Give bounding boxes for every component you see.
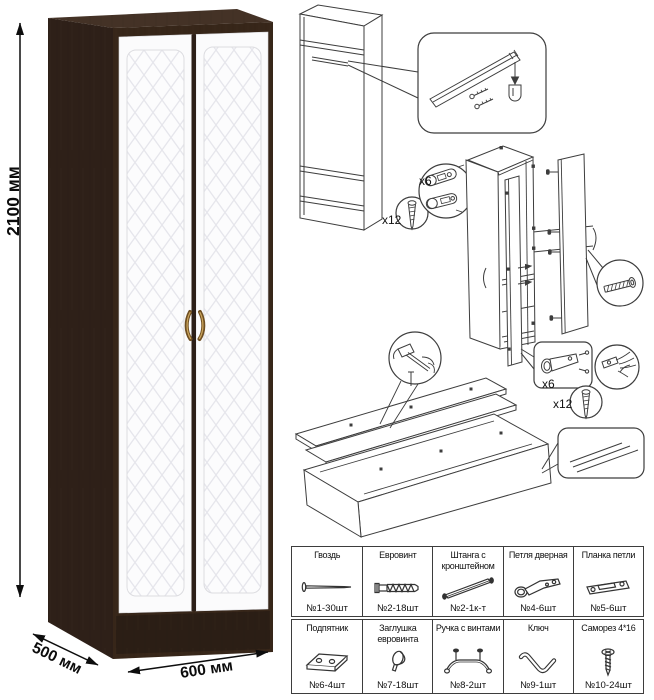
carcass-open-drawing xyxy=(298,4,384,231)
screws-x12-bottom-label: x12 xyxy=(553,397,573,411)
screws-x12-top-label: x12 xyxy=(382,213,402,227)
handle-icon xyxy=(443,648,492,674)
confirmat-screw-callout xyxy=(585,249,644,307)
part-cell-key: Ключ №9-1шт xyxy=(502,620,573,693)
nail-icon xyxy=(301,582,352,593)
doors xyxy=(118,31,269,614)
hardware-table: Гвоздь №1-30шт Евровинт №2-18шт Штанга с… xyxy=(291,546,644,694)
side-panel-drawing xyxy=(546,153,597,335)
hinges-x6-bottom-callout xyxy=(520,341,640,390)
tapping-screw-icon xyxy=(601,648,615,678)
part-cell-handle: Ручка с винтами №8-2шт xyxy=(432,620,502,693)
screws-x12-top-callout xyxy=(395,196,429,231)
door-left-panel xyxy=(126,49,185,597)
part-cell-foot: Подпятник №6-4шт xyxy=(292,620,362,693)
hinge-plate-icon xyxy=(586,580,631,595)
width-label: 600 мм xyxy=(179,657,234,682)
eurovint-icon xyxy=(374,583,419,594)
key-icon xyxy=(518,652,557,674)
height-label: 2100 мм xyxy=(3,166,23,236)
screws-x12-bottom-callout xyxy=(569,385,603,420)
wardrobe-illustration: 2100 мм 500 мм 600 мм xyxy=(3,9,273,682)
foot-pad-icon xyxy=(305,653,349,672)
screw-cap-icon xyxy=(391,650,406,672)
part-cell-hinge: Петля дверная №4-6шт xyxy=(502,547,573,616)
rail-callout-bubble xyxy=(347,32,547,134)
panel-edge-callout xyxy=(541,427,645,479)
part-cell-screw: Саморез 4*16 №10-24шт xyxy=(572,620,643,693)
door-hinge-icon xyxy=(514,578,561,598)
lying-cabinet-drawing xyxy=(294,377,552,538)
assembly-diagram: x12 x6 xyxy=(294,4,645,538)
rod-bracket-icon xyxy=(442,577,494,601)
part-cell-rod: Штанга с кронштейном №2-1к-т xyxy=(432,547,502,616)
part-cell-hinge-plate: Планка петли №5-6шт xyxy=(572,547,643,616)
carcass-door-drawing xyxy=(465,145,594,367)
part-cell-nail: Гвоздь №1-30шт xyxy=(292,547,362,616)
dimension-depth xyxy=(32,633,99,666)
dimension-width xyxy=(127,649,269,675)
part-cell-cap: Заглушка евровинта №7-18шт xyxy=(362,620,432,693)
hinges-x6-top-label: x6 xyxy=(419,174,432,188)
door-right-panel xyxy=(203,46,262,594)
hinges-x6-bottom-label: x6 xyxy=(542,377,555,391)
part-cell-eurovint: Евровинт №2-18шт xyxy=(362,547,432,616)
hammer-callout xyxy=(379,331,442,429)
